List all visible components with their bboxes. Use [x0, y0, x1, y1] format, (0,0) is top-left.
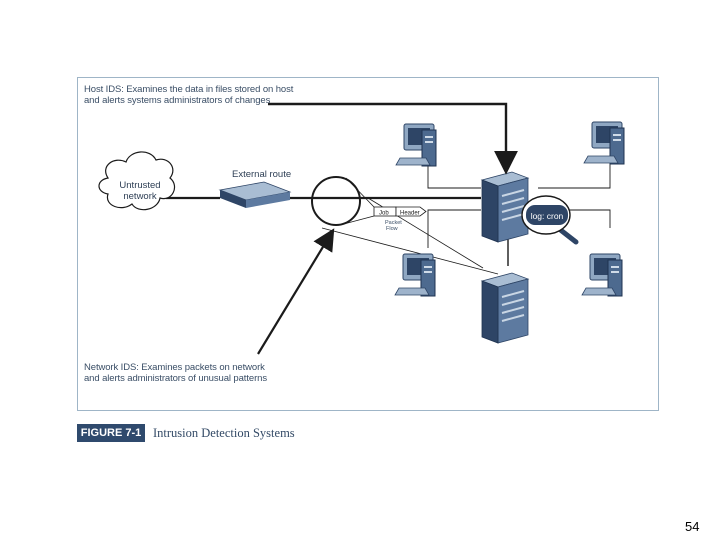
network-ids-circle	[311, 176, 361, 226]
figure-frame: Untrusted network External route Job Hea…	[77, 77, 659, 411]
packet-flow-label-line2: Flow	[386, 226, 398, 232]
figure-label-badge: FIGURE 7-1	[77, 424, 145, 442]
cloud-icon	[98, 151, 175, 211]
server-icon	[481, 171, 529, 243]
workstation-icon	[394, 253, 436, 297]
workstation-icon	[395, 123, 437, 167]
network-ids-note-line1: Network IDS: Examines packets on network	[84, 362, 265, 373]
external-router: External route	[218, 169, 292, 208]
network-ids-note: Network IDS: Examines packets on network…	[84, 362, 267, 384]
router-label: External route	[232, 169, 291, 180]
router-icon	[218, 181, 292, 208]
host-ids-arrow	[268, 102, 518, 175]
network-ids-note-line2: and alerts administrators of unusual pat…	[84, 373, 267, 384]
packet-flow-label-line1: Packet	[385, 220, 402, 226]
packet-callout: Job Header Packet Flow	[373, 206, 427, 232]
ids-diagram: Untrusted network External route Job Hea…	[98, 102, 625, 355]
workstation-icon	[581, 253, 623, 297]
untrusted-network-cloud: Untrusted network	[98, 151, 175, 211]
network-links	[166, 156, 611, 275]
packet-header-label: Header	[400, 211, 420, 217]
page-number: 54	[685, 519, 700, 534]
host-ids-note-line1: Host IDS: Examines the data in files sto…	[84, 84, 294, 95]
figure-caption-title: Intrusion Detection Systems	[153, 426, 295, 440]
host-ids-note: Host IDS: Examines the data in files sto…	[84, 84, 293, 106]
network-ids-arrow	[257, 228, 335, 355]
cloud-label-line1: Untrusted	[119, 180, 160, 191]
cloud-label-line2: network	[123, 191, 157, 202]
server-icon	[481, 272, 529, 344]
host-ids-note-line2: and alerts systems administrators of cha…	[84, 95, 271, 106]
workstation-icon	[583, 121, 625, 165]
magnifier-icon: log: cron	[521, 195, 579, 245]
packet-job-label: Job	[379, 211, 389, 217]
magnifier-label: log: cron	[531, 211, 564, 221]
